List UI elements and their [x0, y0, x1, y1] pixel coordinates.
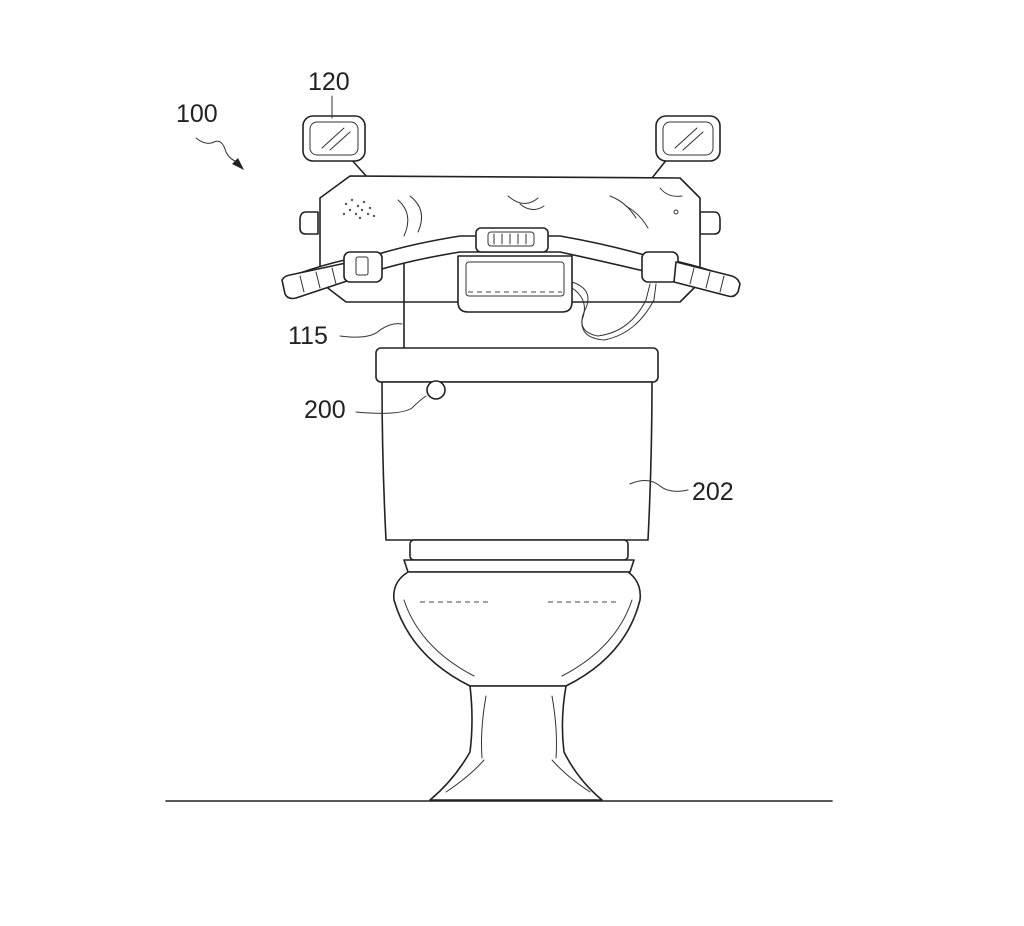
leader-100 — [195, 137, 239, 163]
toilet-bowl — [392, 571, 642, 687]
right-grip — [641, 251, 741, 298]
speaker-grille — [342, 198, 376, 220]
leader-200 — [355, 395, 427, 414]
bar-clamp — [475, 227, 549, 253]
arrowhead-100 — [232, 158, 244, 170]
left-side-bump — [299, 211, 319, 235]
toilet-pedestal — [429, 685, 603, 801]
wiring — [571, 281, 657, 341]
right-side-bump — [699, 211, 721, 235]
label-115: 115 — [288, 322, 328, 350]
toilet-tank — [375, 347, 659, 541]
phone-holder — [457, 255, 573, 313]
left-mirror — [302, 115, 369, 179]
right-mirror — [651, 115, 721, 179]
leader-202 — [629, 480, 689, 492]
left-grip — [281, 251, 383, 300]
label-202: 202 — [692, 478, 734, 506]
flush-lever — [426, 380, 446, 400]
label-200: 200 — [304, 396, 346, 424]
leader-115 — [339, 323, 403, 338]
toilet-seat — [403, 539, 635, 573]
label-100: 100 — [176, 100, 218, 128]
label-120: 120 — [308, 68, 350, 96]
